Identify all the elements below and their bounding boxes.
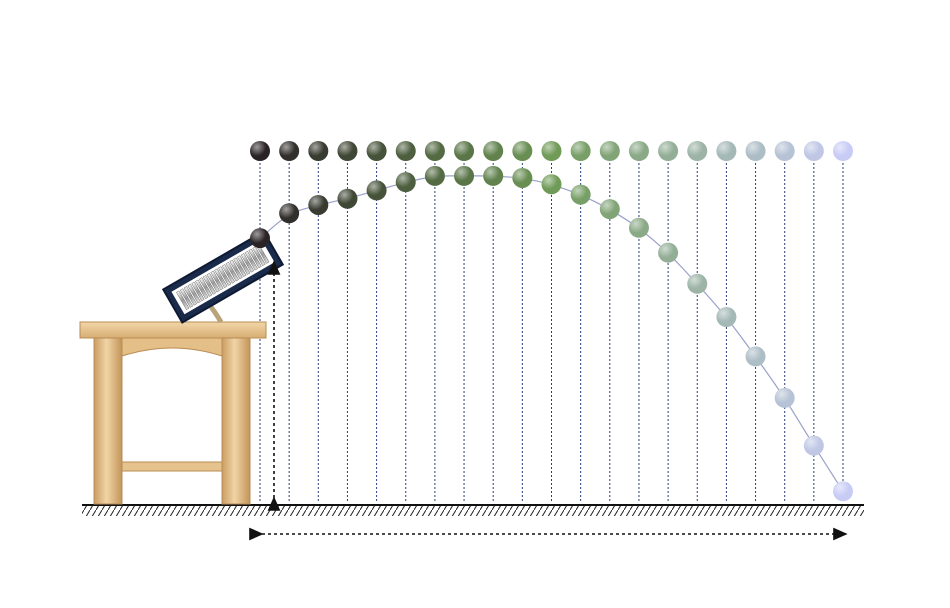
ball-reference xyxy=(308,141,329,161)
ball-trajectory xyxy=(803,435,824,456)
spring-coil xyxy=(183,286,197,306)
spring-coil xyxy=(214,268,228,288)
ball-trajectory xyxy=(337,188,358,209)
ball-trajectory xyxy=(833,481,853,502)
ball-reference xyxy=(483,141,504,161)
spring-launcher-icon xyxy=(161,230,285,324)
ball-reference xyxy=(570,141,591,161)
ball-reference xyxy=(833,141,853,161)
ball-trajectory xyxy=(570,184,591,205)
ball-reference xyxy=(803,141,824,161)
spring-coil xyxy=(195,279,209,299)
spring-coil xyxy=(187,283,201,304)
launcher-stand xyxy=(209,305,224,324)
launcher-spring xyxy=(176,244,270,310)
ground xyxy=(82,504,864,516)
table-stretcher xyxy=(121,461,223,472)
ball-trajectory xyxy=(687,273,708,294)
ball-trajectory xyxy=(483,165,504,186)
spring-coil xyxy=(218,266,232,286)
spring-coil xyxy=(179,288,194,308)
ball-reference xyxy=(541,141,562,161)
ball-trajectory xyxy=(774,387,795,408)
spring-coil xyxy=(237,255,251,275)
ball-reference xyxy=(424,141,445,161)
spring-coil xyxy=(191,281,205,302)
ball-reference xyxy=(454,141,475,161)
ball-reference xyxy=(366,141,387,161)
spring-coil xyxy=(240,253,255,273)
ball-trajectory xyxy=(658,242,679,263)
ball-trajectory xyxy=(716,307,737,327)
spring-coil xyxy=(248,248,262,269)
ball-trajectory xyxy=(512,167,533,188)
ball-reference xyxy=(628,141,649,161)
ball-reference xyxy=(395,141,416,161)
ball-reference xyxy=(658,141,679,161)
table-icon xyxy=(79,321,267,505)
ball-reference xyxy=(599,141,620,161)
ball-reference xyxy=(250,141,270,161)
table-leg-left xyxy=(93,335,123,505)
spring-coil xyxy=(225,261,239,282)
ball-trajectory xyxy=(395,172,416,193)
ball-row-reference xyxy=(250,141,853,161)
ball-row-trajectory xyxy=(250,165,853,502)
ball-trajectory xyxy=(745,346,766,367)
spring-coil xyxy=(252,246,266,266)
spring-coil xyxy=(229,259,243,280)
spring-coil xyxy=(233,257,247,277)
ball-reference xyxy=(774,141,795,161)
ball-trajectory xyxy=(454,165,475,186)
ground-hatching-icon xyxy=(82,506,864,516)
vertical-dotted-guides xyxy=(259,151,844,503)
ball-trajectory xyxy=(628,217,649,238)
ball-trajectory xyxy=(308,194,329,215)
spring-coil xyxy=(221,264,236,284)
spring-coil xyxy=(206,272,220,293)
ball-trajectory xyxy=(366,180,387,201)
ball-reference xyxy=(512,141,533,161)
table-apron xyxy=(121,335,223,357)
table-leg-right xyxy=(221,335,251,505)
spring-coil xyxy=(210,270,224,291)
ball-trajectory xyxy=(250,228,270,249)
ball-reference xyxy=(687,141,708,161)
ball-reference xyxy=(337,141,358,161)
ball-trajectory xyxy=(424,165,445,186)
ball-reference xyxy=(745,141,766,161)
table-top xyxy=(79,321,267,339)
ball-trajectory xyxy=(599,199,620,220)
spring-coil xyxy=(202,275,216,295)
spring-coil xyxy=(199,277,213,297)
spring-coil xyxy=(244,250,258,271)
ball-trajectory xyxy=(541,174,562,195)
spring-coil xyxy=(176,290,190,310)
ball-reference xyxy=(279,141,300,161)
ball-reference xyxy=(716,141,737,161)
ball-trajectory xyxy=(279,203,300,224)
